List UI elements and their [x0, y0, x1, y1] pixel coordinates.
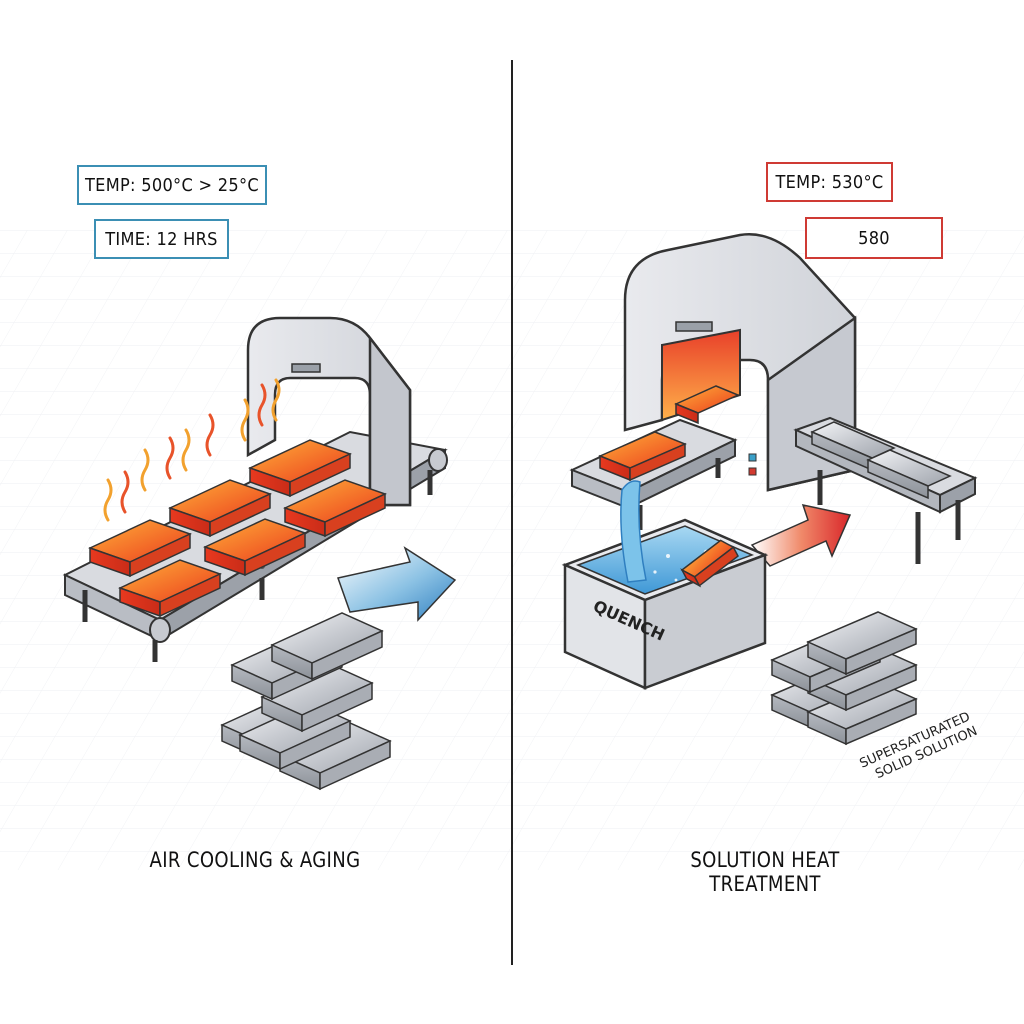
right-value-text: 580	[858, 227, 890, 249]
left-time-text: TIME: 12 HRS	[105, 228, 218, 250]
aluminum-ingot-stack-left	[220, 612, 392, 791]
heating-arrow-icon	[750, 503, 852, 567]
right-output-conveyor	[793, 416, 978, 564]
left-temp-label: TEMP: 500°C > 25°C	[77, 165, 267, 205]
right-temp-label: TEMP: 530°C	[766, 162, 893, 202]
right-input-conveyor	[569, 418, 738, 530]
water-stream-icon	[620, 480, 647, 583]
right-caption: SOLUTION HEAT TREATMENT	[690, 848, 840, 896]
cooling-arrow-icon	[337, 546, 457, 622]
aluminum-ingot-stack-right	[770, 611, 918, 746]
quench-tank: QUENCH	[561, 518, 769, 690]
left-time-label: TIME: 12 HRS	[94, 219, 229, 259]
right-value-label: 580	[805, 217, 943, 259]
heat-wave-icon	[103, 378, 281, 522]
left-temp-text: TEMP: 500°C > 25°C	[84, 174, 260, 196]
hot-billets-left	[88, 439, 387, 618]
left-caption: AIR COOLING & AGING	[149, 848, 361, 872]
right-temp-text: TEMP: 530°C	[775, 171, 884, 193]
falling-hot-billet	[680, 539, 739, 588]
